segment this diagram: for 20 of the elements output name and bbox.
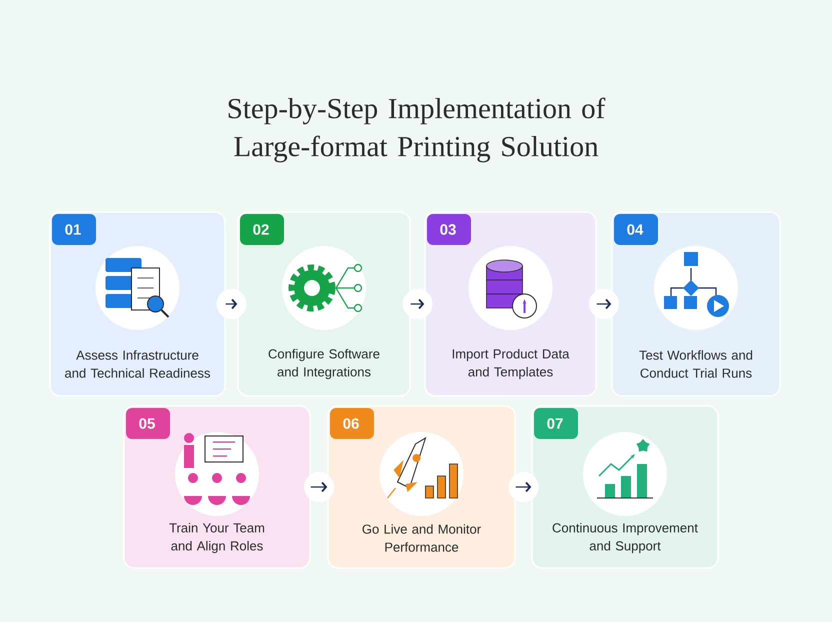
step-number-badge: 01 xyxy=(52,214,96,245)
step-label: Test Workflows and Conduct Trial Runs xyxy=(639,350,752,378)
title: Step-by-Step Implementation of Large-format Printing Solution xyxy=(228,98,606,162)
step-label: Go Live and Monitor Performance xyxy=(362,524,481,552)
step-label: Assess Infrastructure and Technical Readiness xyxy=(65,350,210,378)
step-number-badge: 04 xyxy=(614,214,658,245)
step-number-badge: 02 xyxy=(240,214,284,245)
step-number-badge: 07 xyxy=(534,408,578,439)
step-label: Train Your Team and Align Roles xyxy=(169,522,264,554)
step-label: Configure Software and Integrations xyxy=(268,348,380,380)
step-label: Continuous Improvement and Support xyxy=(552,522,698,554)
step-number-badge: 06 xyxy=(330,408,374,439)
chevron-arrow xyxy=(216,289,246,319)
chevron-arrow xyxy=(589,289,619,319)
step-label: Import Product Data and Templates xyxy=(452,348,570,380)
chevron-arrow xyxy=(304,472,334,502)
chevron-arrow xyxy=(508,472,538,502)
step-number-badge: 05 xyxy=(126,408,170,439)
step-number-badge: 03 xyxy=(427,214,471,245)
chevron-arrow xyxy=(402,289,432,319)
